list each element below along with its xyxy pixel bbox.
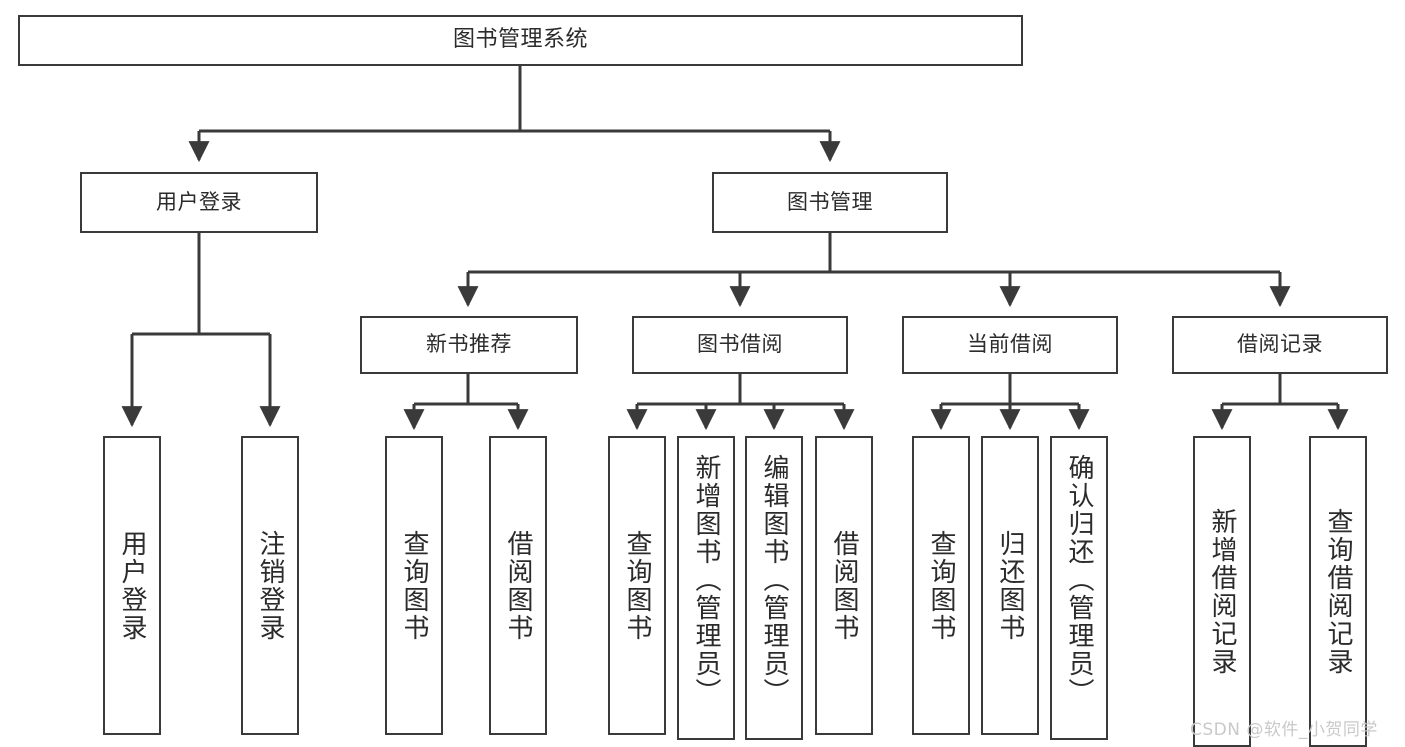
node-leaf-borrow-book-1-label: 借阅图书 [503,529,533,642]
node-current-borrow[interactable]: 当前借阅 [902,316,1118,374]
node-root-label: 图书管理系统 [452,27,588,53]
node-leaf-logout-label: 注销登录 [255,529,285,642]
node-leaf-add-book-label: 新增图书（管理员） [691,454,721,706]
node-leaf-add-record[interactable]: 新增借阅记录 [1193,436,1251,747]
node-leaf-edit-book-label: 编辑图书（管理员） [759,454,789,706]
node-book-borrow-label: 图书借阅 [697,332,783,357]
node-leaf-add-record-label: 新增借阅记录 [1207,507,1237,676]
node-book-manage-label: 图书管理 [787,189,873,214]
node-root[interactable]: 图书管理系统 [18,15,1023,66]
node-leaf-add-book[interactable]: 新增图书（管理员） [677,436,735,740]
node-borrow-record-label: 借阅记录 [1237,332,1323,357]
node-leaf-query-book-2[interactable]: 查询图书 [608,436,666,735]
node-user-login-label: 用户登录 [156,189,242,214]
node-book-borrow[interactable]: 图书借阅 [632,316,848,374]
node-leaf-confirm-return[interactable]: 确认归还（管理员） [1050,436,1108,740]
node-current-borrow-label: 当前借阅 [967,332,1053,357]
node-leaf-query-record[interactable]: 查询借阅记录 [1309,436,1367,747]
node-leaf-edit-book[interactable]: 编辑图书（管理员） [745,436,803,740]
node-new-book-rec[interactable]: 新书推荐 [360,316,578,374]
node-leaf-user-login-label: 用户登录 [117,529,147,642]
node-leaf-return-book[interactable]: 归还图书 [981,436,1039,735]
node-borrow-record[interactable]: 借阅记录 [1172,316,1388,374]
node-new-book-rec-label: 新书推荐 [426,332,512,357]
node-leaf-return-book-label: 归还图书 [995,529,1025,642]
node-leaf-query-book-3-label: 查询图书 [926,529,956,642]
node-leaf-user-login[interactable]: 用户登录 [103,436,161,735]
node-leaf-logout[interactable]: 注销登录 [241,436,299,735]
node-leaf-query-record-label: 查询借阅记录 [1323,507,1353,676]
node-book-manage[interactable]: 图书管理 [712,172,948,233]
node-leaf-query-book-3[interactable]: 查询图书 [912,436,970,735]
node-leaf-query-book-2-label: 查询图书 [622,529,652,642]
node-leaf-borrow-book-1[interactable]: 借阅图书 [489,436,547,735]
csdn-watermark: CSDN @软件_小贺同学 [1190,720,1378,740]
node-user-login[interactable]: 用户登录 [80,172,318,233]
node-leaf-confirm-return-label: 确认归还（管理员） [1064,454,1094,706]
node-leaf-borrow-book-2[interactable]: 借阅图书 [815,436,873,735]
node-leaf-query-book-1-label: 查询图书 [399,529,429,642]
node-leaf-query-book-1[interactable]: 查询图书 [385,436,443,735]
node-leaf-borrow-book-2-label: 借阅图书 [829,529,859,642]
